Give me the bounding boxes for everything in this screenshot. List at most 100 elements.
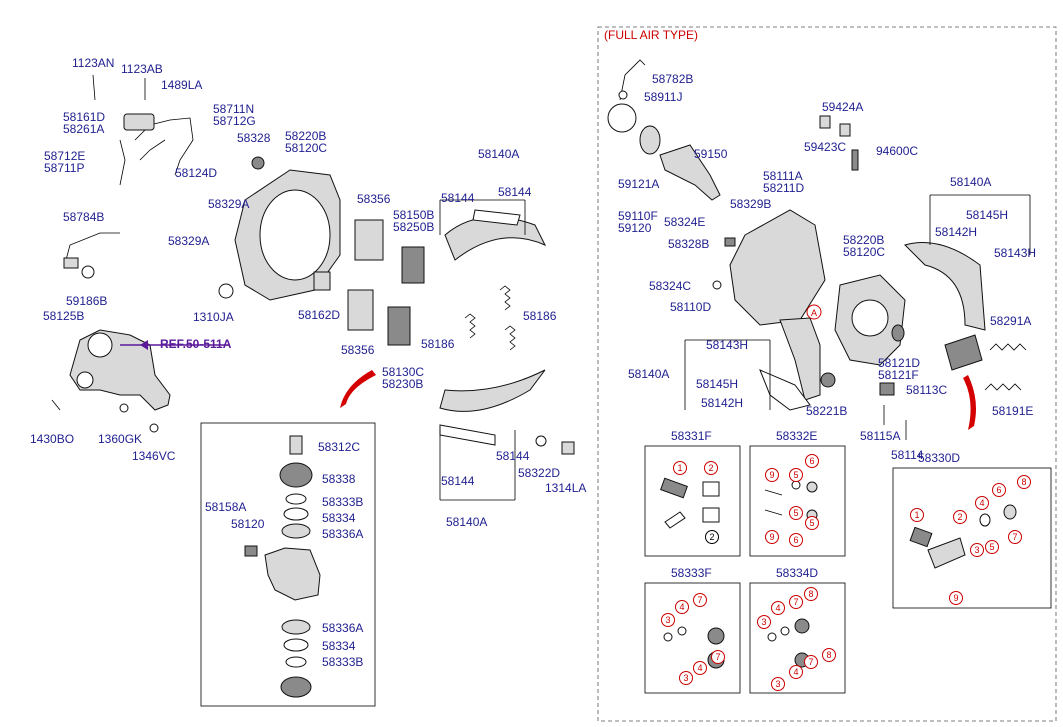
part-label: 58211D [763, 181, 804, 195]
kit-callout-number: 3 [775, 679, 780, 689]
valve-94600c [851, 149, 859, 171]
kit-title: 58334D [776, 566, 818, 580]
kit-callout-number: 4 [775, 603, 780, 613]
kit-58331f-cup [702, 481, 720, 497]
kingpin-bolt-58312c [289, 435, 303, 455]
part-label: 58312C [318, 440, 360, 454]
kit-callout-circle [975, 496, 989, 510]
air-hose-58782b [619, 59, 646, 101]
kit-callout-number: 4 [697, 663, 702, 673]
part-label: 1123AB [121, 62, 163, 76]
part-label: 58110D [670, 300, 711, 314]
fitting-58911j [618, 90, 628, 100]
brake-hose [65, 232, 120, 261]
air-chamber-59150 [659, 144, 721, 201]
kit-58331f-spring [660, 477, 688, 499]
part-label: 59120 [618, 221, 652, 235]
kit-callout-number: 7 [715, 652, 720, 662]
kit-callout-number: 3 [683, 673, 688, 683]
kit-callout-circle [765, 530, 779, 544]
kit-callout-circle [804, 587, 818, 601]
callout-a-text: A [811, 308, 817, 318]
steering-knuckle [69, 329, 171, 411]
bearing-58333b-top [285, 493, 307, 505]
cotter-pin [51, 399, 61, 411]
kit-callout-number: 6 [809, 456, 814, 466]
part-label: 58336A [322, 621, 363, 635]
ref-label: REF.50-511A [160, 337, 232, 351]
kit-callout-circle [953, 510, 967, 524]
kit-callout-circle [704, 461, 718, 475]
part-label: 1123AN [72, 56, 114, 70]
kit-callout-circle [949, 591, 963, 605]
part-label: 58333B [322, 495, 363, 509]
part-label: 58782B [652, 72, 693, 86]
bushing-bottom [280, 676, 312, 698]
part-label: 58334 [322, 511, 356, 525]
part-label: 58328B [668, 237, 709, 251]
part-label: 58911J [644, 90, 682, 104]
part-label: 58329A [168, 234, 209, 248]
kit-58331f-cup2 [702, 507, 720, 523]
right-part-labels: 58782B 58911J 59424A 59150 59423C 94600C… [618, 72, 1036, 462]
wheel-cylinder-58150b [401, 246, 425, 284]
part-label: 59121A [618, 177, 659, 191]
kit-58334d-frame [749, 582, 846, 694]
part-label: 58324C [649, 279, 691, 293]
part-label: 58784B [63, 210, 104, 224]
part-label: 58125B [43, 309, 84, 323]
kit-callout-circle [693, 661, 707, 675]
part-label: 58220B [285, 129, 326, 143]
part-label: 58162D [298, 308, 340, 322]
return-spring-upper [499, 285, 511, 311]
kit-callout-circle [771, 677, 785, 691]
part-label: 58111A [763, 169, 803, 183]
callout-a-circle [806, 304, 822, 320]
kit-callout-number: 3 [974, 545, 979, 555]
kit-callout-circle [789, 533, 803, 547]
part-label: 58120C [285, 141, 327, 155]
part-label: 58329A [208, 197, 249, 211]
part-label: 59150 [694, 147, 728, 161]
part-label: 59423C [804, 140, 846, 154]
part-label: 58333B [322, 655, 363, 669]
part-label: 58140A [628, 367, 669, 381]
full-air-type-frame [597, 26, 1057, 722]
knuckle-inset-frame [200, 422, 376, 707]
kit-callout-circle [789, 468, 803, 482]
part-label: 58142H [701, 396, 743, 410]
kit-callout-circle [679, 671, 693, 685]
nut-1314la [561, 441, 575, 455]
kit-58333f-frame [644, 582, 741, 694]
kit-callout-number: 7 [808, 657, 813, 667]
fitting-59423c [839, 123, 851, 137]
grease-nipple-58158a [244, 545, 258, 557]
kit-title: 58332E [776, 429, 817, 443]
kit-callout-number: 5 [989, 542, 994, 552]
washer [81, 265, 95, 279]
part-label: 58221B [806, 404, 847, 418]
kit-callout-number: 1 [914, 510, 919, 520]
kit-callout-number: 2 [957, 512, 962, 522]
kit-callout-circle [711, 650, 725, 664]
bolt-1360gk [119, 403, 129, 413]
kit-callout-circle [970, 543, 984, 557]
fitting-59424a [819, 115, 831, 129]
hose-fitting [63, 257, 79, 269]
part-label: 58121D [878, 356, 920, 370]
part-label: 58114 [891, 448, 924, 462]
kit-callout-circle [757, 615, 771, 629]
kit-callout-circle [1008, 530, 1022, 544]
shoe-lining-lower [439, 424, 496, 446]
return-spring-lower-left [464, 313, 476, 339]
kit-callout-circle [910, 508, 924, 522]
kingpin-body-58120 [264, 547, 321, 601]
kit-callout-circle [661, 613, 675, 627]
brake-shoe-upper-left [444, 216, 547, 261]
part-label: 1430BO [30, 432, 74, 446]
part-label: 58711N [213, 102, 254, 116]
kit-callout-number: 2 [708, 463, 713, 473]
shim-58334-top [283, 507, 309, 521]
part-label: 58144 [441, 191, 475, 205]
kit-callout-circle [765, 468, 779, 482]
